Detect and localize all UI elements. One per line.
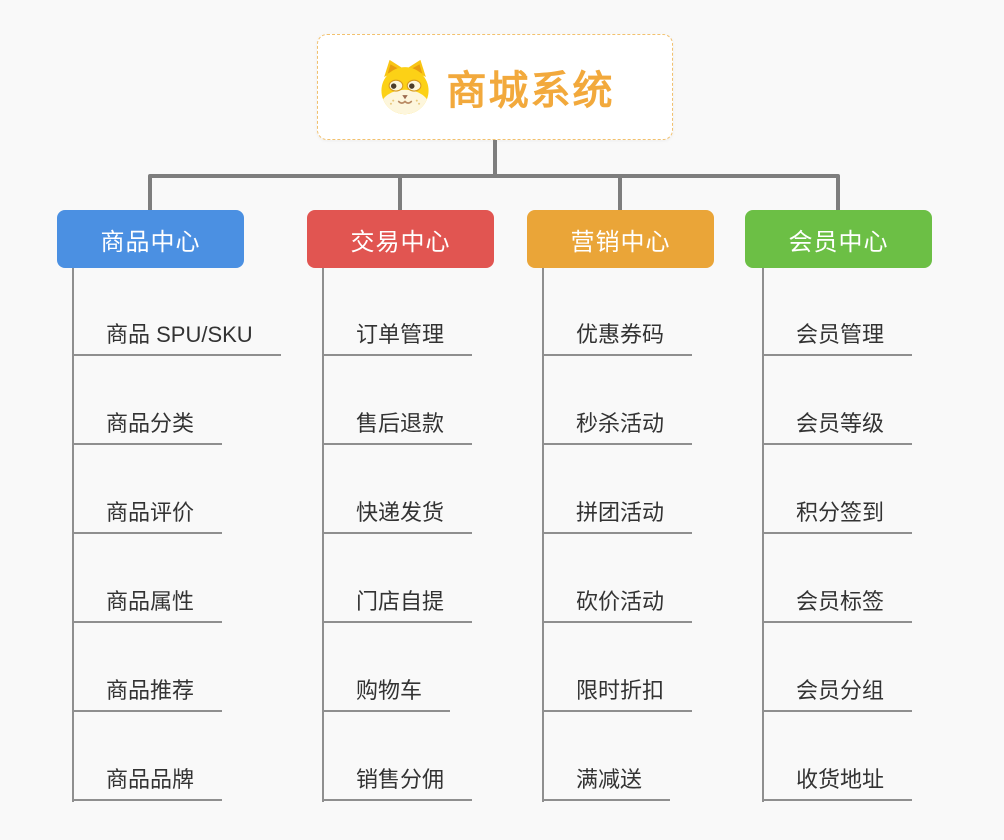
leaf-node[interactable]: 会员分组: [762, 676, 913, 712]
leaf-node[interactable]: 商品推荐: [72, 676, 223, 712]
trunk-line-member-center: [762, 268, 764, 802]
trunk-line-marketing-center: [542, 268, 544, 802]
connector-drop-member: [836, 176, 840, 210]
leaf-node[interactable]: 积分签到: [762, 498, 913, 534]
leaf-node[interactable]: 会员管理: [762, 320, 913, 356]
leaf-node[interactable]: 快递发货: [322, 498, 473, 534]
trunk-line-trade-center: [322, 268, 324, 802]
leaf-node[interactable]: 限时折扣: [542, 676, 693, 712]
branch-node-marketing-center[interactable]: 营销中心: [527, 210, 714, 268]
leaf-node[interactable]: 满减送: [542, 765, 671, 801]
leaf-node[interactable]: 会员等级: [762, 409, 913, 445]
leaf-node[interactable]: 拼团活动: [542, 498, 693, 534]
leaf-node[interactable]: 商品 SPU/SKU: [72, 320, 281, 356]
connector-drop-trade: [398, 176, 402, 210]
branch-label: 会员中心: [788, 228, 889, 256]
connector-horizontal-bar: [148, 174, 840, 178]
leaf-node[interactable]: 商品品牌: [72, 765, 223, 801]
branch-label: 商品中心: [100, 228, 201, 256]
leaf-node[interactable]: 商品分类: [72, 409, 223, 445]
branch-node-trade-center[interactable]: 交易中心: [307, 210, 494, 268]
leaf-node[interactable]: 秒杀活动: [542, 409, 693, 445]
root-title: 商城系统: [446, 69, 615, 113]
shiba-dog-icon: [380, 59, 429, 115]
branch-node-member-center[interactable]: 会员中心: [745, 210, 932, 268]
leaf-node[interactable]: 订单管理: [322, 320, 473, 356]
root-node[interactable]: 商城系统: [317, 34, 673, 140]
connector-drop-product: [148, 176, 152, 210]
connector-drop-marketing: [618, 176, 622, 210]
leaf-node[interactable]: 会员标签: [762, 587, 913, 623]
leaf-node[interactable]: 砍价活动: [542, 587, 693, 623]
branch-label: 营销中心: [570, 228, 671, 256]
leaf-node[interactable]: 收货地址: [762, 765, 913, 801]
leaf-node[interactable]: 门店自提: [322, 587, 473, 623]
leaf-node[interactable]: 购物车: [322, 676, 451, 712]
connector-root-stem: [493, 140, 497, 178]
leaf-node[interactable]: 优惠券码: [542, 320, 693, 356]
branch-node-product-center[interactable]: 商品中心: [57, 210, 244, 268]
leaf-node[interactable]: 商品评价: [72, 498, 223, 534]
trunk-line-product-center: [72, 268, 74, 802]
leaf-node[interactable]: 销售分佣: [322, 765, 473, 801]
leaf-node[interactable]: 售后退款: [322, 409, 473, 445]
branch-label: 交易中心: [350, 228, 451, 256]
leaf-node[interactable]: 商品属性: [72, 587, 223, 623]
